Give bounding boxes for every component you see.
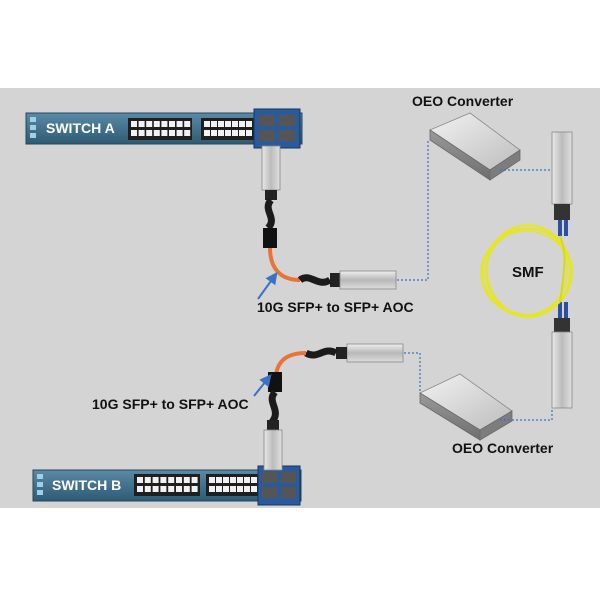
rj45-port	[131, 130, 137, 136]
rj45-port	[160, 486, 167, 492]
rj45-port	[204, 130, 210, 136]
aoc-cable-top	[261, 145, 397, 290]
rj45-port	[168, 477, 175, 483]
converter-top-label: OEO Converter	[412, 93, 514, 109]
switch-a-sfp-panel	[253, 108, 301, 149]
rj45-port	[232, 121, 238, 127]
rj45-port	[204, 121, 210, 127]
rj45-port	[160, 477, 167, 483]
switch-b-sfp-panel	[257, 465, 301, 506]
rj45-port	[209, 477, 215, 483]
switch-b-rj45-right	[209, 477, 257, 492]
rj45-port	[146, 130, 153, 136]
rj45-port	[230, 486, 236, 492]
rj45-port	[223, 486, 229, 492]
switch-b-label: SWITCH B	[52, 477, 122, 493]
sfp-module-converter-bottom	[346, 343, 404, 363]
rj45-port	[209, 486, 215, 492]
converter-bottom-label: OEO Converter	[452, 440, 554, 456]
rj45-port	[144, 486, 151, 492]
rj45-port	[216, 486, 222, 492]
cable-bottom-label: 10G SFP+ to SFP+ AOC	[92, 396, 249, 412]
aoc-cable-bottom	[263, 343, 404, 471]
switch-a-rj45-left	[131, 121, 191, 136]
rj45-port	[138, 121, 145, 127]
switch-a-rj45-right	[204, 121, 252, 136]
rj45-port	[239, 121, 245, 127]
rj45-port	[146, 121, 153, 127]
rj45-port	[176, 130, 183, 136]
rj45-port	[225, 121, 231, 127]
rj45-port	[144, 477, 151, 483]
oeo-converter-bottom	[419, 373, 513, 441]
rj45-port	[244, 477, 250, 483]
rj45-port	[131, 121, 137, 127]
rj45-port	[153, 130, 160, 136]
rj45-port	[183, 477, 190, 483]
rj45-port	[237, 477, 243, 483]
arrow-bottom-label	[253, 374, 272, 397]
rj45-port	[246, 130, 252, 136]
sfp-module-converter-top	[339, 270, 397, 290]
arrow-top-label	[257, 272, 278, 300]
rj45-port	[184, 121, 191, 127]
rj45-port	[244, 486, 250, 492]
cable-top-label: 10G SFP+ to SFP+ AOC	[257, 299, 414, 315]
rj45-port	[137, 486, 143, 492]
rj45-port	[161, 130, 168, 136]
rj45-port	[191, 477, 198, 483]
rj45-port	[138, 130, 145, 136]
rj45-port	[161, 121, 168, 127]
rj45-port	[225, 130, 231, 136]
rj45-port	[211, 121, 217, 127]
rj45-port	[237, 486, 243, 492]
rj45-port	[169, 130, 175, 136]
rj45-port	[246, 121, 252, 127]
rj45-port	[153, 121, 160, 127]
rj45-port	[239, 130, 245, 136]
rj45-port	[176, 121, 183, 127]
rj45-port	[218, 121, 224, 127]
switch-a-label: SWITCH A	[46, 120, 115, 136]
switch-b-rj45-left	[137, 477, 198, 492]
rj45-port	[176, 486, 182, 492]
sfp-module-right-bottom	[551, 302, 573, 409]
oeo-converter-top	[429, 112, 521, 181]
rj45-port	[168, 486, 175, 492]
smf-label: SMF	[512, 264, 544, 281]
rj45-port	[216, 477, 222, 483]
smf-fiber-coil	[480, 224, 573, 318]
rj45-port	[232, 130, 238, 136]
rj45-port	[169, 121, 175, 127]
rj45-port	[218, 130, 224, 136]
rj45-port	[176, 477, 182, 483]
link-bottom-to-converter	[404, 352, 553, 421]
rj45-port	[184, 130, 191, 136]
sfp-module-switch-b	[263, 429, 283, 471]
rj45-port	[152, 486, 159, 492]
link-top-to-converter	[397, 140, 552, 281]
sfp-module-switch-a	[261, 145, 281, 191]
rj45-port	[251, 477, 257, 483]
rj45-port	[251, 486, 257, 492]
sfp-module-right-top	[551, 131, 573, 236]
rj45-port	[223, 477, 229, 483]
rj45-port	[230, 477, 236, 483]
rj45-port	[152, 477, 159, 483]
rj45-port	[191, 486, 198, 492]
switch-b-ports-left	[134, 474, 200, 496]
rj45-port	[211, 130, 217, 136]
rj45-port	[183, 486, 190, 492]
rj45-port	[137, 477, 143, 483]
